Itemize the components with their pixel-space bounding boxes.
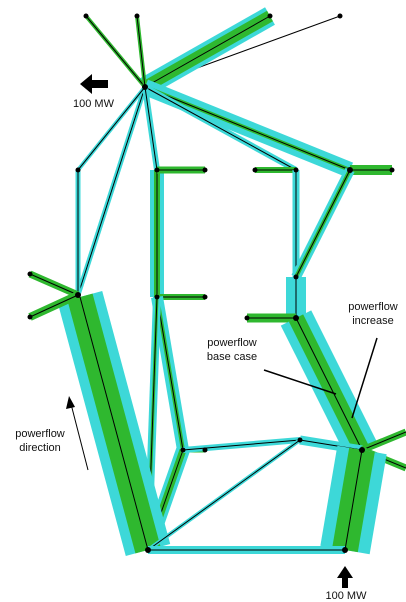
bus-node <box>75 167 81 173</box>
bus-node <box>154 167 160 173</box>
line-left-upper-stub <box>76 85 147 172</box>
bus-node <box>293 315 299 321</box>
direction-arrow-shaft <box>70 403 89 471</box>
bus-node <box>27 314 33 320</box>
bus-node <box>202 167 208 173</box>
bus-node <box>202 294 208 300</box>
line-hub-to-top-left <box>84 14 147 89</box>
bus-node <box>342 547 348 553</box>
bus-node <box>252 167 258 173</box>
bus-node <box>154 294 160 300</box>
bus-node <box>389 167 395 173</box>
line-right-mid-to-lower <box>280 310 378 458</box>
line-hub-to-top-mid <box>135 15 147 88</box>
line-center-to-bottom <box>151 295 189 452</box>
bus-node <box>347 167 353 173</box>
bus-node <box>267 13 273 19</box>
increase-label-line2: increase <box>352 315 394 327</box>
annotation-base-case: powerflow base case <box>207 337 337 395</box>
top-injection-label: 100 MW <box>73 98 115 110</box>
bus-node <box>337 13 343 19</box>
up-arrow-icon <box>337 566 353 588</box>
line-lower-center-to-right <box>182 437 301 453</box>
injection-arrow-top: 100 MW <box>73 74 115 110</box>
bus-node <box>145 547 151 553</box>
bus-node <box>75 292 81 298</box>
bus-node <box>202 447 208 453</box>
increase-leader <box>351 337 378 419</box>
line-hub-to-right-bus <box>141 79 354 178</box>
line-left-spoke-up <box>28 270 80 299</box>
line-right-to-bottom-left <box>146 438 302 552</box>
line-hub-to-upper-right <box>143 84 298 173</box>
bus-node <box>244 315 250 321</box>
base-case-leader <box>263 369 337 395</box>
line-left-bus-to-bottom-left <box>57 291 171 556</box>
bottom-injection-label: 100 MW <box>326 590 368 602</box>
bus-node <box>297 437 303 443</box>
bus-node <box>180 447 186 453</box>
direction-label-line1: powerflow <box>15 428 65 440</box>
bus-node <box>359 447 365 453</box>
line-left-spoke-down <box>28 291 80 321</box>
direction-label-line2: direction <box>19 442 61 454</box>
annotation-direction: powerflow direction <box>15 396 89 471</box>
line-hub-to-center-bus <box>142 86 160 171</box>
bus-node <box>293 274 299 280</box>
left-arrow-icon <box>80 74 108 94</box>
bus-nodes <box>27 13 395 553</box>
bus-node <box>83 13 89 19</box>
line-right-bus-down <box>291 167 355 280</box>
bus-node <box>27 271 33 277</box>
line-hub-to-top-right <box>140 7 275 96</box>
annotation-increase: powerflow increase <box>348 301 398 419</box>
injection-arrow-bottom: 100 MW <box>326 566 368 602</box>
bus-node <box>293 167 299 173</box>
direction-arrow-icon <box>66 396 75 409</box>
bus-node <box>142 84 148 90</box>
line-hub-to-left-bus <box>75 86 148 296</box>
increase-label-line1: powerflow <box>348 301 398 313</box>
base-case-label-line1: powerflow <box>207 337 257 349</box>
line-lower-right-to-bottom-right <box>320 445 387 555</box>
base-case-label-line2: base case <box>207 351 257 363</box>
bus-node <box>134 13 140 19</box>
transmission-lines <box>28 7 406 556</box>
